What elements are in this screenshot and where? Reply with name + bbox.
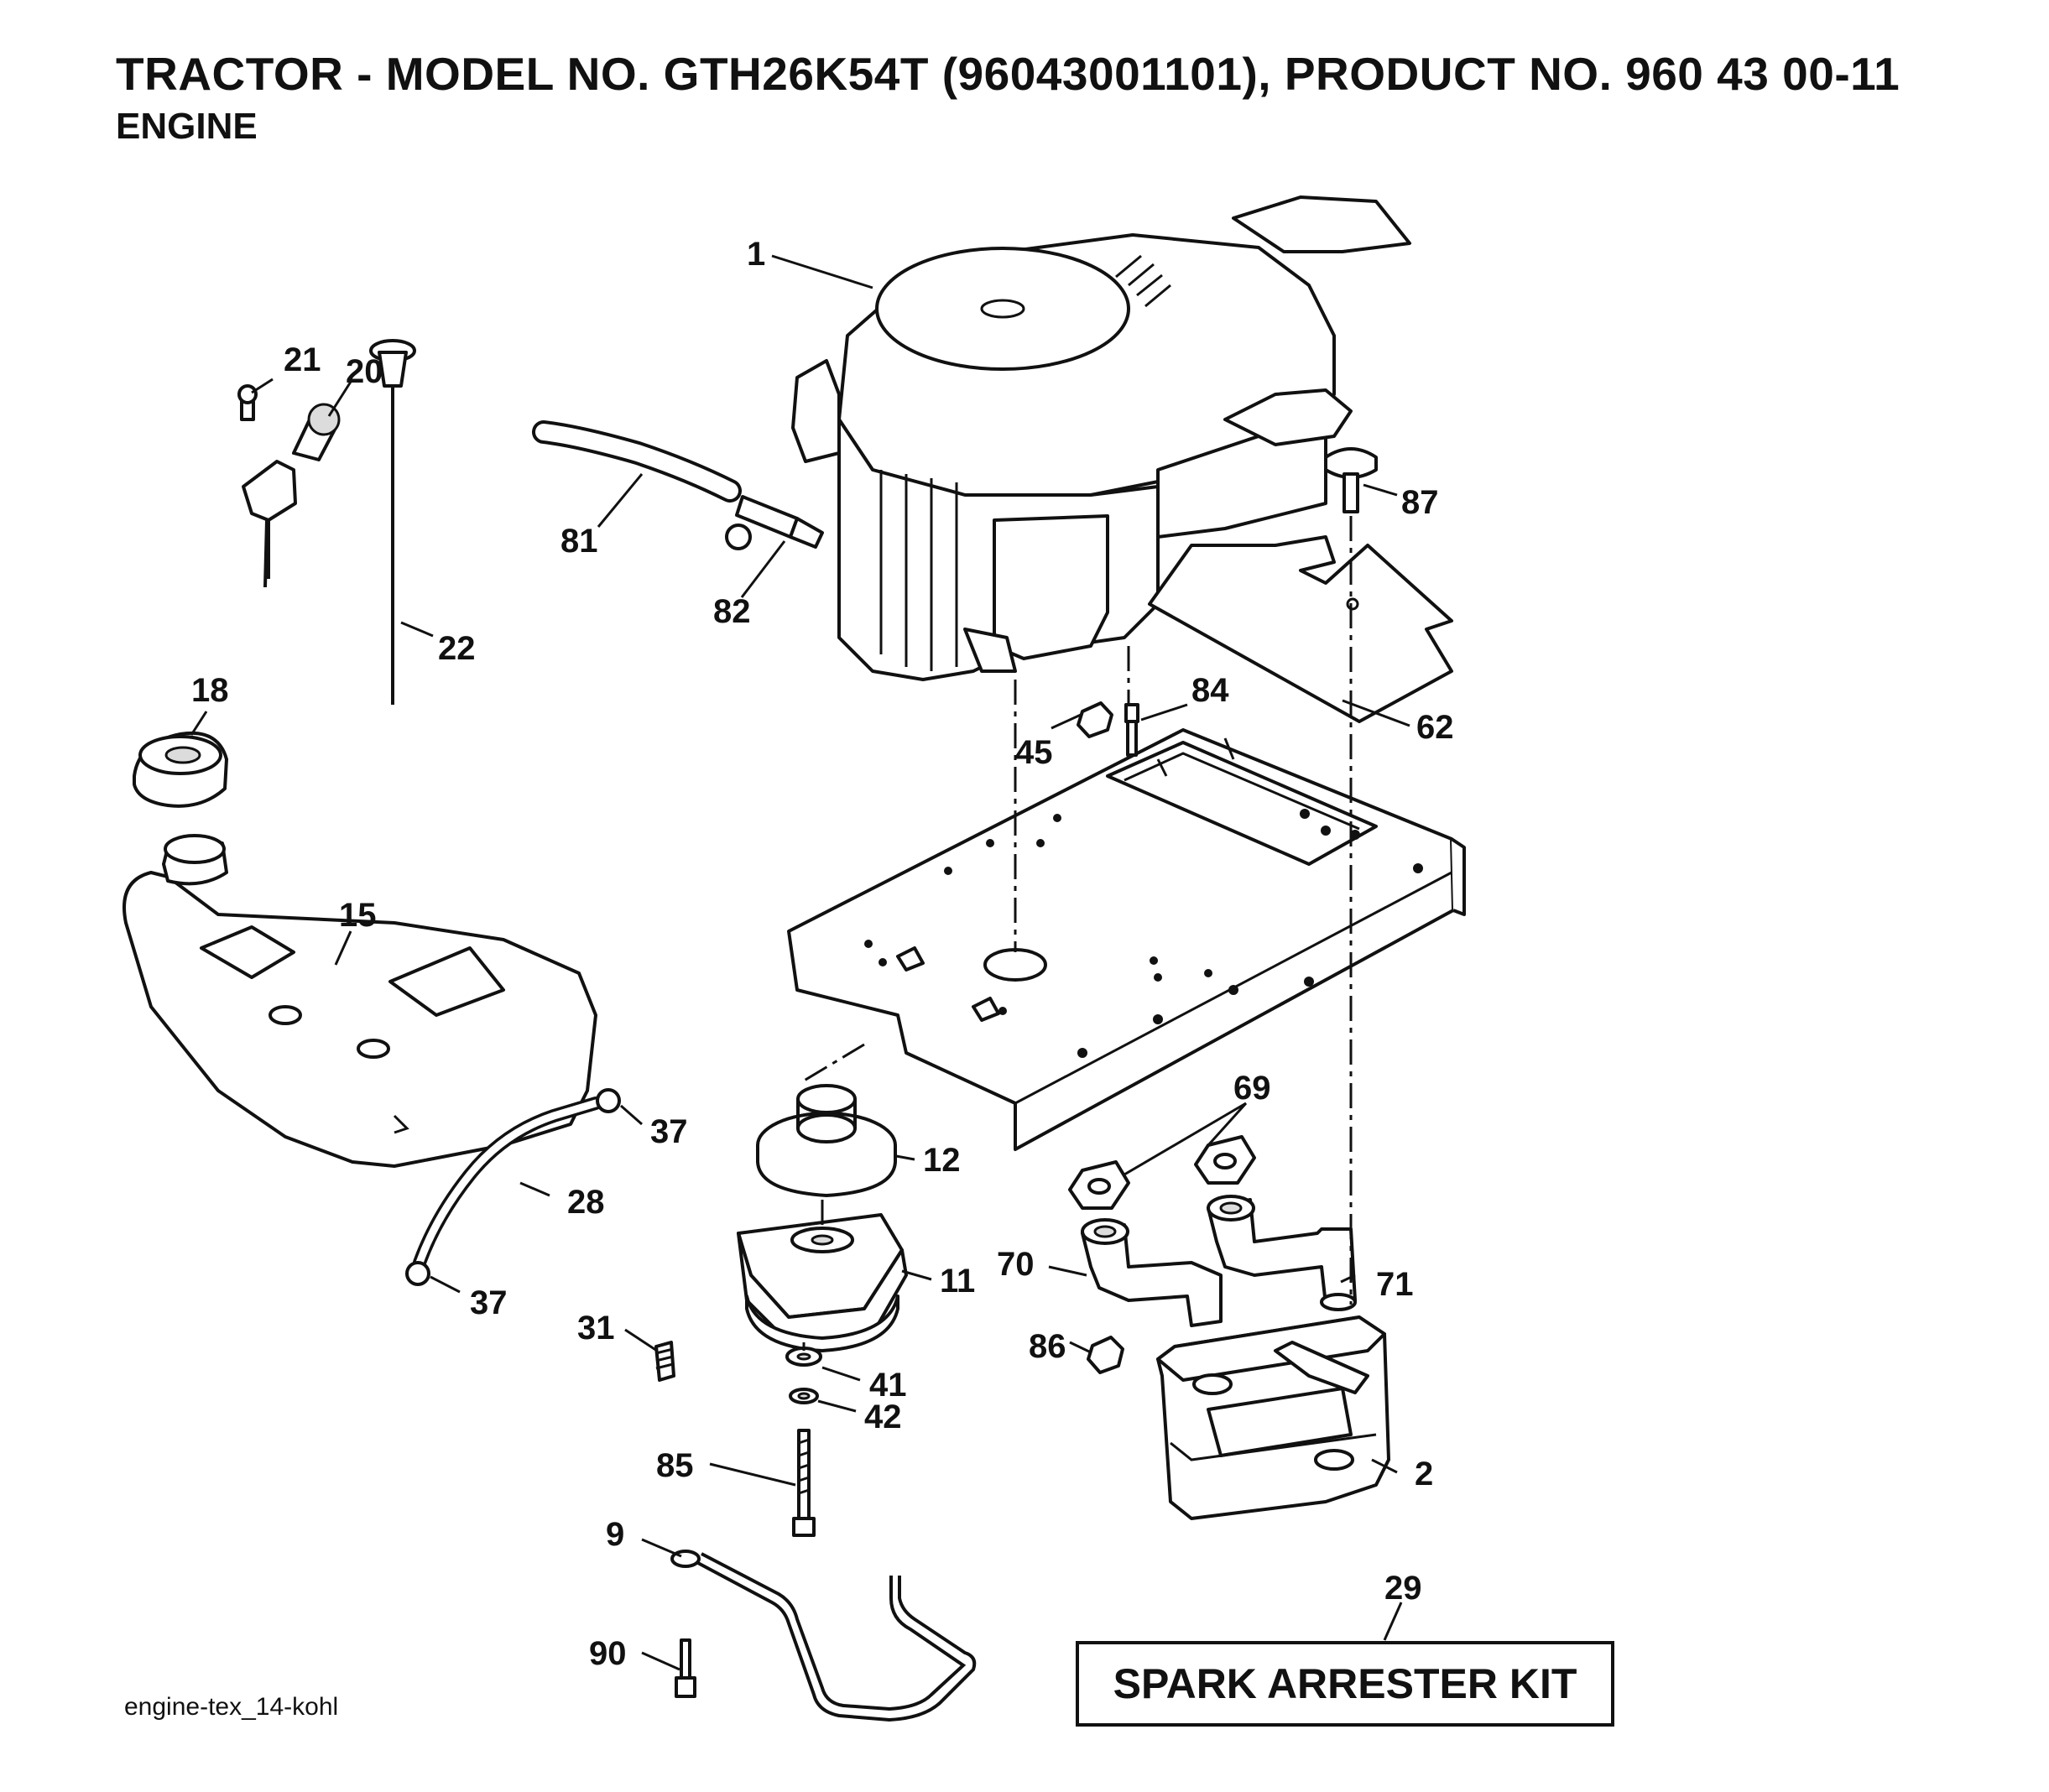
- fuel-hose-part: [413, 1097, 602, 1269]
- throttle-control-part: [237, 384, 341, 588]
- engine-part: [791, 195, 1411, 681]
- choke-knob-part: [369, 339, 416, 705]
- callout-71: 71: [1376, 1266, 1414, 1303]
- spark-arrester-kit-box: SPARK ARRESTER KIT: [1076, 1641, 1614, 1727]
- lock-washer-part: [789, 1388, 819, 1404]
- callout-82: 82: [713, 593, 751, 630]
- callout-86: 86: [1029, 1328, 1066, 1365]
- callout-11: 11: [940, 1263, 975, 1300]
- callout-labels: 1 21 20 22 18 15 81 82 87 84 62 45 69 12…: [191, 236, 1454, 1672]
- callout-69: 69: [1233, 1070, 1271, 1107]
- engine-bolt-part: [1124, 703, 1139, 757]
- callout-81: 81: [560, 523, 598, 560]
- leader-lines: [190, 254, 1410, 1671]
- spark-arrester-kit-label: SPARK ARRESTER KIT: [1113, 1660, 1577, 1707]
- fuel-filter-part: [725, 495, 824, 550]
- callout-70: 70: [997, 1246, 1035, 1283]
- engine-nut-part: [1077, 701, 1113, 738]
- electric-clutch-part: [737, 1213, 908, 1352]
- fuel-tank-part: [123, 834, 597, 1168]
- washer-part: [785, 1347, 822, 1367]
- exhaust-pipe-right-part: [1207, 1195, 1357, 1311]
- callout-2: 2: [1415, 1456, 1433, 1492]
- callout-45: 45: [1015, 734, 1053, 771]
- callout-29: 29: [1384, 1570, 1422, 1607]
- heat-shield-bolt-part: [1324, 447, 1378, 513]
- callout-12: 12: [923, 1142, 961, 1179]
- callout-1: 1: [747, 236, 765, 273]
- drawing-id: engine-tex_14-kohl: [124, 1693, 339, 1721]
- callout-21: 21: [284, 341, 321, 378]
- section-title: ENGINE: [116, 106, 258, 147]
- muffler-part: [1156, 1315, 1390, 1520]
- spacer-part: [654, 1341, 675, 1382]
- page-title: TRACTOR - MODEL NO. GTH26K54T (960430011…: [116, 48, 1900, 100]
- callout-90: 90: [589, 1635, 627, 1672]
- heat-shield-plate-part: [1148, 535, 1453, 723]
- rod-bolt-part: [675, 1638, 696, 1698]
- pulley-part: [756, 1084, 897, 1197]
- callout-37-bottom: 37: [470, 1284, 508, 1321]
- callout-18: 18: [191, 672, 229, 709]
- belt-guide-rod-part: [670, 1550, 977, 1722]
- callout-62: 62: [1416, 709, 1454, 746]
- callout-20: 20: [346, 353, 383, 390]
- callout-84: 84: [1191, 672, 1229, 709]
- callout-28: 28: [567, 1184, 605, 1221]
- callout-85: 85: [656, 1447, 694, 1484]
- tractor-frame-part: [787, 728, 1466, 1151]
- hose-clamp-part: [405, 1088, 621, 1286]
- exhaust-pipe-left-part: [1081, 1218, 1223, 1327]
- gas-cap-part: [133, 731, 228, 808]
- callout-42: 42: [864, 1399, 902, 1435]
- muffler-nut-part: [1087, 1336, 1124, 1374]
- callout-41: 41: [869, 1367, 907, 1404]
- fuel-line-part: [532, 420, 742, 503]
- assembly-centerlines: [800, 516, 1353, 1351]
- callout-31: 31: [577, 1310, 615, 1347]
- callout-15: 15: [339, 897, 377, 934]
- callout-87: 87: [1401, 484, 1439, 521]
- exhaust-gasket-part: [1068, 1135, 1256, 1210]
- callout-22: 22: [438, 630, 476, 667]
- callout-9: 9: [606, 1516, 624, 1553]
- pulley-bolt-part: [792, 1429, 816, 1537]
- callout-37-top: 37: [650, 1113, 688, 1150]
